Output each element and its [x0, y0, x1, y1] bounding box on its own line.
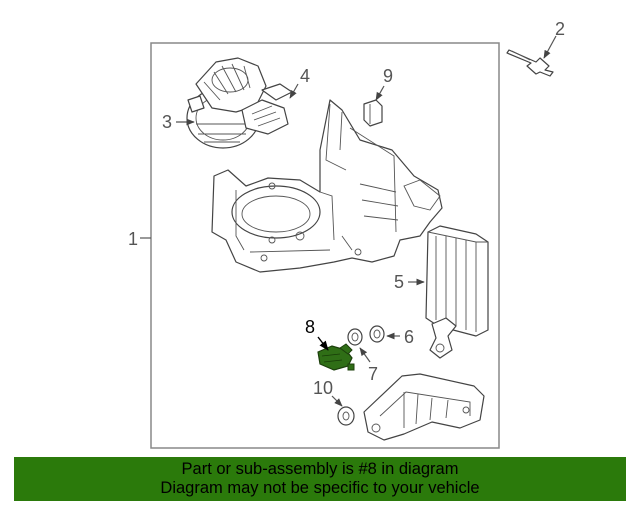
banner-line-1: Part or sub-assembly is #8 in diagram [181, 460, 459, 478]
part-4-blower-resistor[interactable]: 4 [241, 66, 310, 135]
callout-3-label: 3 [162, 112, 172, 132]
part-5-heater-core[interactable]: 5 [394, 225, 489, 359]
lower-case [363, 373, 485, 441]
part-9-cap[interactable]: 9 [363, 66, 393, 127]
hvac-case [211, 99, 443, 273]
callout-9-label: 9 [383, 66, 393, 86]
part-3-blower-motor[interactable]: 3 [162, 57, 267, 149]
parts-diagram: 1 2 3 4 9 [128, 19, 565, 449]
assembly-frame [150, 42, 500, 449]
part-2-clip[interactable]: 2 [506, 19, 565, 77]
callout-4-label: 4 [300, 66, 310, 86]
callout-10-label: 10 [313, 378, 333, 398]
part-8-sensor-highlighted[interactable]: 8 [305, 317, 355, 371]
part-6-o-ring[interactable]: 6 [369, 325, 414, 347]
callout-7-label: 7 [368, 364, 378, 384]
callout-5-label: 5 [394, 272, 404, 292]
callout-6-label: 6 [404, 327, 414, 347]
callout-1[interactable]: 1 [128, 229, 151, 249]
info-banner: Part or sub-assembly is #8 in diagram Di… [14, 457, 626, 501]
banner-line-2: Diagram may not be specific to your vehi… [160, 479, 480, 497]
part-7-o-ring[interactable]: 7 [347, 328, 378, 384]
part-10-washer[interactable]: 10 [313, 378, 355, 426]
callout-8-label: 8 [305, 317, 315, 337]
callout-2-label: 2 [555, 19, 565, 39]
callout-1-label: 1 [128, 229, 138, 249]
